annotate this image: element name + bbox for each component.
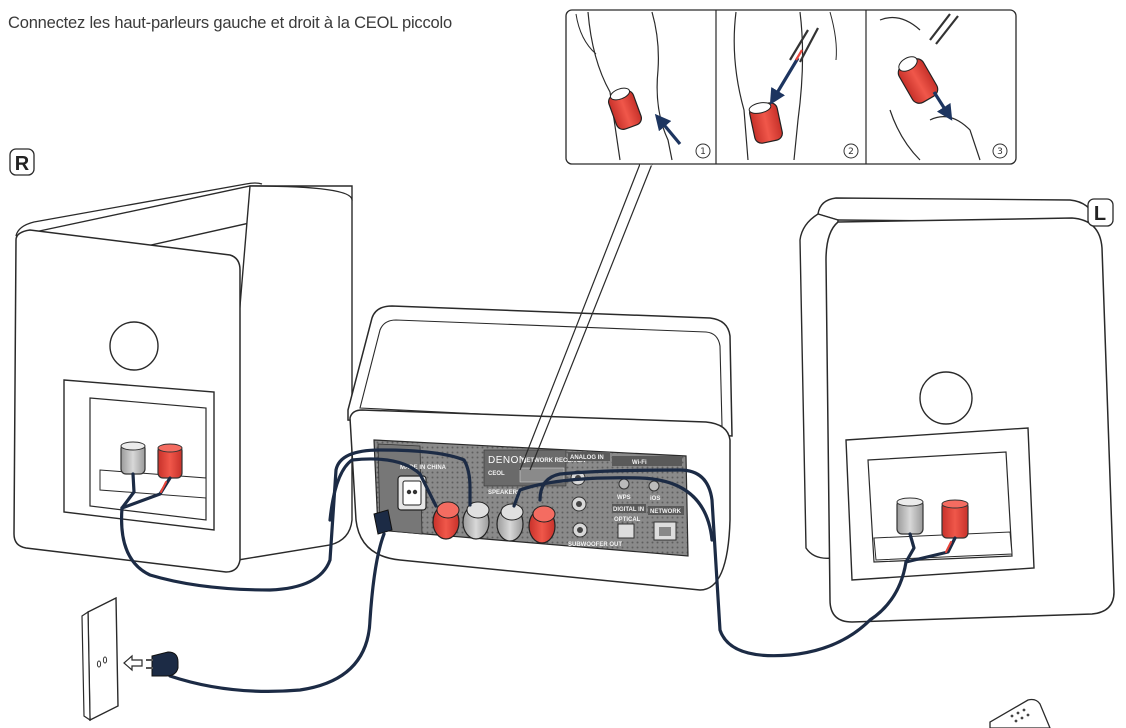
svg-text:L: L <box>1094 203 1106 225</box>
step-3-panel: 3 <box>879 13 1008 161</box>
ac-inlet <box>397 475 427 511</box>
power-plug <box>146 651 179 677</box>
receiver-red-terminal-l <box>528 505 556 544</box>
left-speaker-red-terminal <box>941 499 969 539</box>
wire-strands <box>160 481 952 553</box>
receiver-red-terminal-r <box>432 501 460 540</box>
wall-outlet <box>81 596 119 722</box>
svg-text:SUBWOOFER OUT: SUBWOOFER OUT <box>568 542 622 548</box>
step-3-number: 3 <box>997 147 1003 157</box>
step-1-panel: 1 <box>575 11 711 161</box>
svg-text:NETWORK: NETWORK <box>650 509 682 515</box>
svg-text:ANALOG IN: ANALOG IN <box>570 455 604 461</box>
step-2-panel: 2 <box>733 11 859 161</box>
svg-text:MADE IN CHINA: MADE IN CHINA <box>400 465 447 471</box>
svg-text:DIGITAL IN: DIGITAL IN <box>613 507 644 513</box>
left-speaker-label: L <box>1087 198 1114 227</box>
receiver-grey-terminal-r <box>462 501 490 540</box>
left-speaker <box>799 197 1115 623</box>
insert-arrow-icon <box>123 654 143 672</box>
step-1-number: 1 <box>700 147 706 157</box>
instruction-text: Connectez les haut-parleurs gauche et dr… <box>8 14 452 32</box>
svg-text:WPS: WPS <box>617 495 631 501</box>
right-speaker-label: R <box>9 148 35 176</box>
svg-text:NETWORK RECEIVER: NETWORK RECEIVER <box>522 458 586 464</box>
remote-control <box>989 698 1051 728</box>
svg-text:Wi-Fi: Wi-Fi <box>632 460 647 466</box>
speakers-label: SPEAKERS <box>488 490 521 496</box>
svg-text:R: R <box>15 153 30 175</box>
right-speaker-red-terminal <box>157 443 183 479</box>
receiver-speaker-terminals <box>432 501 556 544</box>
brand-text: DENON <box>488 455 527 466</box>
svg-text:CEOL: CEOL <box>488 471 505 477</box>
speaker-cables <box>119 448 957 693</box>
ceol-receiver: MADE IN CHINA DENON NETWORK RECEIVER CEO… <box>347 305 733 591</box>
step-2-number: 2 <box>848 147 854 157</box>
instruction-inset: 1 2 <box>565 9 1017 165</box>
svg-text:iOS: iOS <box>650 496 660 502</box>
right-speaker-grey-terminal <box>120 441 146 475</box>
right-speaker <box>13 182 353 573</box>
left-speaker-grey-terminal <box>896 497 924 535</box>
receiver-grey-terminal-l <box>496 503 524 542</box>
svg-text:OPTICAL: OPTICAL <box>614 517 641 523</box>
